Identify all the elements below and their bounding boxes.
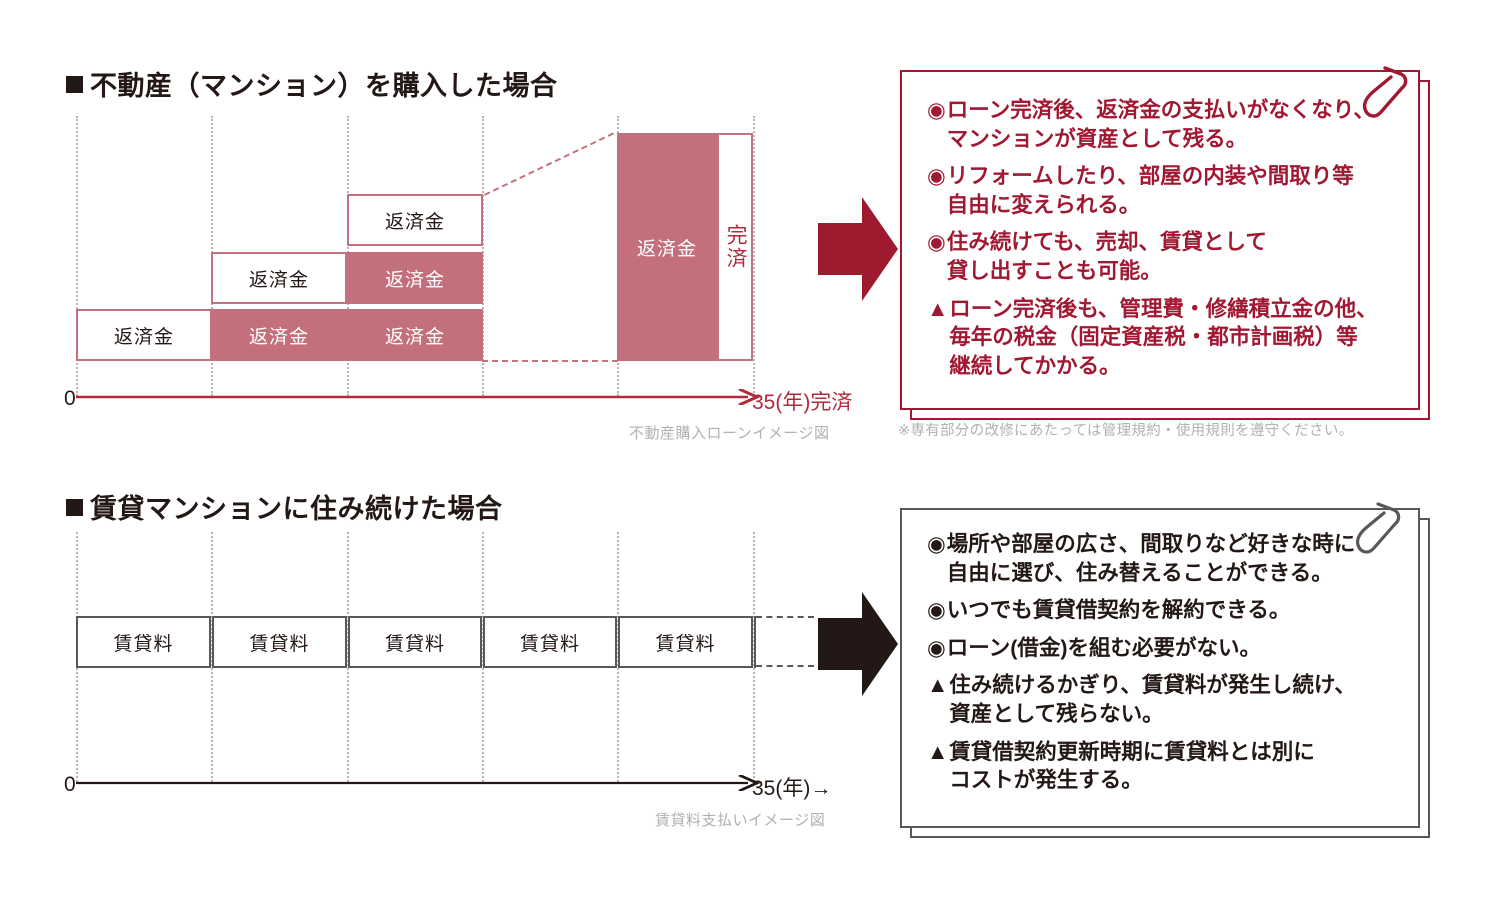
arrow-right-icon-buy (818, 197, 898, 301)
loan-block-final: 返済金 (617, 133, 717, 361)
loan-block: 返済金 (347, 194, 483, 246)
rent-section-heading: 賃貸マンションに住み続けた場合 (66, 487, 503, 526)
paperclip-icon (1362, 66, 1408, 118)
panel-front-layer: ◉ ローン完済後、返済金の支払いがなくなり、 マンションが資産として残る。 ◉ … (900, 70, 1420, 410)
loan-paid-off-label: 完済 (717, 133, 753, 361)
bullet-marker-icon: ▲ (927, 673, 949, 698)
rent-block: 賃貸料 (348, 616, 482, 668)
buy-bullet-list: ◉ ローン完済後、返済金の支払いがなくなり、 マンションが資産として残る。 ◉ … (927, 96, 1404, 389)
continuation-left-edge (754, 616, 756, 668)
loan-block: 返済金 (211, 252, 347, 304)
bullet-marker-icon: ▲ (927, 739, 949, 764)
bullet-marker-icon: ◉ (927, 532, 946, 556)
bullet-marker-icon: ◉ (927, 164, 946, 189)
buy-benefits-panel: ◉ ローン完済後、返済金の支払いがなくなり、 マンションが資産として残る。 ◉ … (900, 66, 1430, 420)
rent-axis-end-label: 35(年)→ (752, 777, 832, 800)
loan-axis-zero-label: 0 (64, 387, 76, 410)
loan-block: 返済金 (76, 309, 212, 361)
heading-bullet-square-icon (66, 76, 83, 93)
buy-section-heading: 不動産（マンション）を購入した場合 (66, 64, 558, 103)
gridline-5 (753, 116, 755, 396)
rent-bullet-list: ◉ 場所や部屋の広さ、間取りなど好きな時に 自由に選び、住み替えることができる。… (927, 530, 1404, 804)
rent-chart-caption: 賃貸料支払いイメージ図 (655, 812, 826, 829)
loan-chart-caption: 不動産購入ローンイメージ図 (629, 425, 830, 442)
arrow-right-icon-rent (818, 592, 898, 696)
rent-block: 賃貸料 (483, 616, 617, 668)
loan-block: 返済金 (211, 309, 347, 361)
bullet-marker-icon: ◉ (927, 230, 946, 255)
loan-axis-end-label: 35(年)完済 (752, 391, 853, 414)
bullet-item: ◉ ローン(借金)を組む必要がない。 (927, 634, 1404, 663)
loan-chart: 返済金 返済金 返済金 返済金 返済金 返済金 返済金 完済 0 35(年)完済… (0, 0, 880, 442)
rent-block: 賃貸料 (618, 616, 753, 668)
loan-block: 返済金 (347, 252, 483, 304)
bullet-item: ▲ 住み続けるかぎり、賃貸料が発生し続け、 資産として残らない。 (927, 673, 1356, 726)
rent-block-continuation (754, 616, 814, 668)
rent-block: 賃貸料 (76, 616, 211, 668)
bullet-item: ◉ ローン完済後、返済金の支払いがなくなり、 マンションが資産として残る。 (927, 98, 1375, 151)
bullet-item: ◉ 住み続けても、売却、賃貸として 貸し出すことも可能。 (927, 230, 1267, 283)
heading-bullet-square-icon (66, 499, 83, 516)
loan-block: 返済金 (347, 309, 483, 361)
rent-axis-zero-label: 0 (64, 773, 76, 796)
bullet-item: ◉ リフォームしたり、部屋の内装や間取り等 自由に変えられる。 (927, 164, 1354, 217)
loan-axis-arrow (76, 389, 761, 405)
continuation-top-dash (756, 616, 814, 618)
continuation-bottom-dash (756, 665, 814, 667)
buy-panel-footnote: ※専有部分の改修にあたっては管理規約・使用規則を遵守ください。 (898, 423, 1354, 439)
rent-drawbacks-panel: ◉ 場所や部屋の広さ、間取りなど好きな時に 自由に選び、住み替えることができる。… (900, 502, 1430, 838)
rent-block: 賃貸料 (212, 616, 347, 668)
gridline-3 (482, 116, 484, 396)
bullet-item: ◉ 場所や部屋の広さ、間取りなど好きな時に 自由に選び、住み替えることができる。 (927, 532, 1356, 585)
paperclip-icon (1355, 502, 1401, 554)
panel-front-layer: ◉ 場所や部屋の広さ、間取りなど好きな時に 自由に選び、住み替えることができる。… (900, 508, 1420, 828)
rent-axis-arrow (76, 775, 761, 791)
bullet-item: ▲ ローン完済後も、管理費・修繕積立金の他、 毎年の税金（固定資産税・都市計画税… (927, 296, 1378, 378)
bullet-marker-icon: ▲ (927, 296, 949, 321)
baseline-dashed-connector (482, 360, 618, 362)
bullet-marker-icon: ◉ (927, 98, 946, 122)
bullet-marker-icon: ◉ (927, 635, 946, 660)
bullet-item: ▲ 賃貸借契約更新時期に賃貸料とは別に コストが発生する。 (927, 739, 1315, 793)
gridline-0 (76, 116, 78, 396)
bullet-item: ◉ いつでも賃貸借契約を解約できる。 (927, 596, 1404, 625)
bullet-marker-icon: ◉ (927, 598, 946, 623)
rent-chart: 賃貸料 賃貸料 賃貸料 賃貸料 賃貸料 0 35(年)→ 賃貸料支払いイメージ図 (64, 532, 832, 829)
